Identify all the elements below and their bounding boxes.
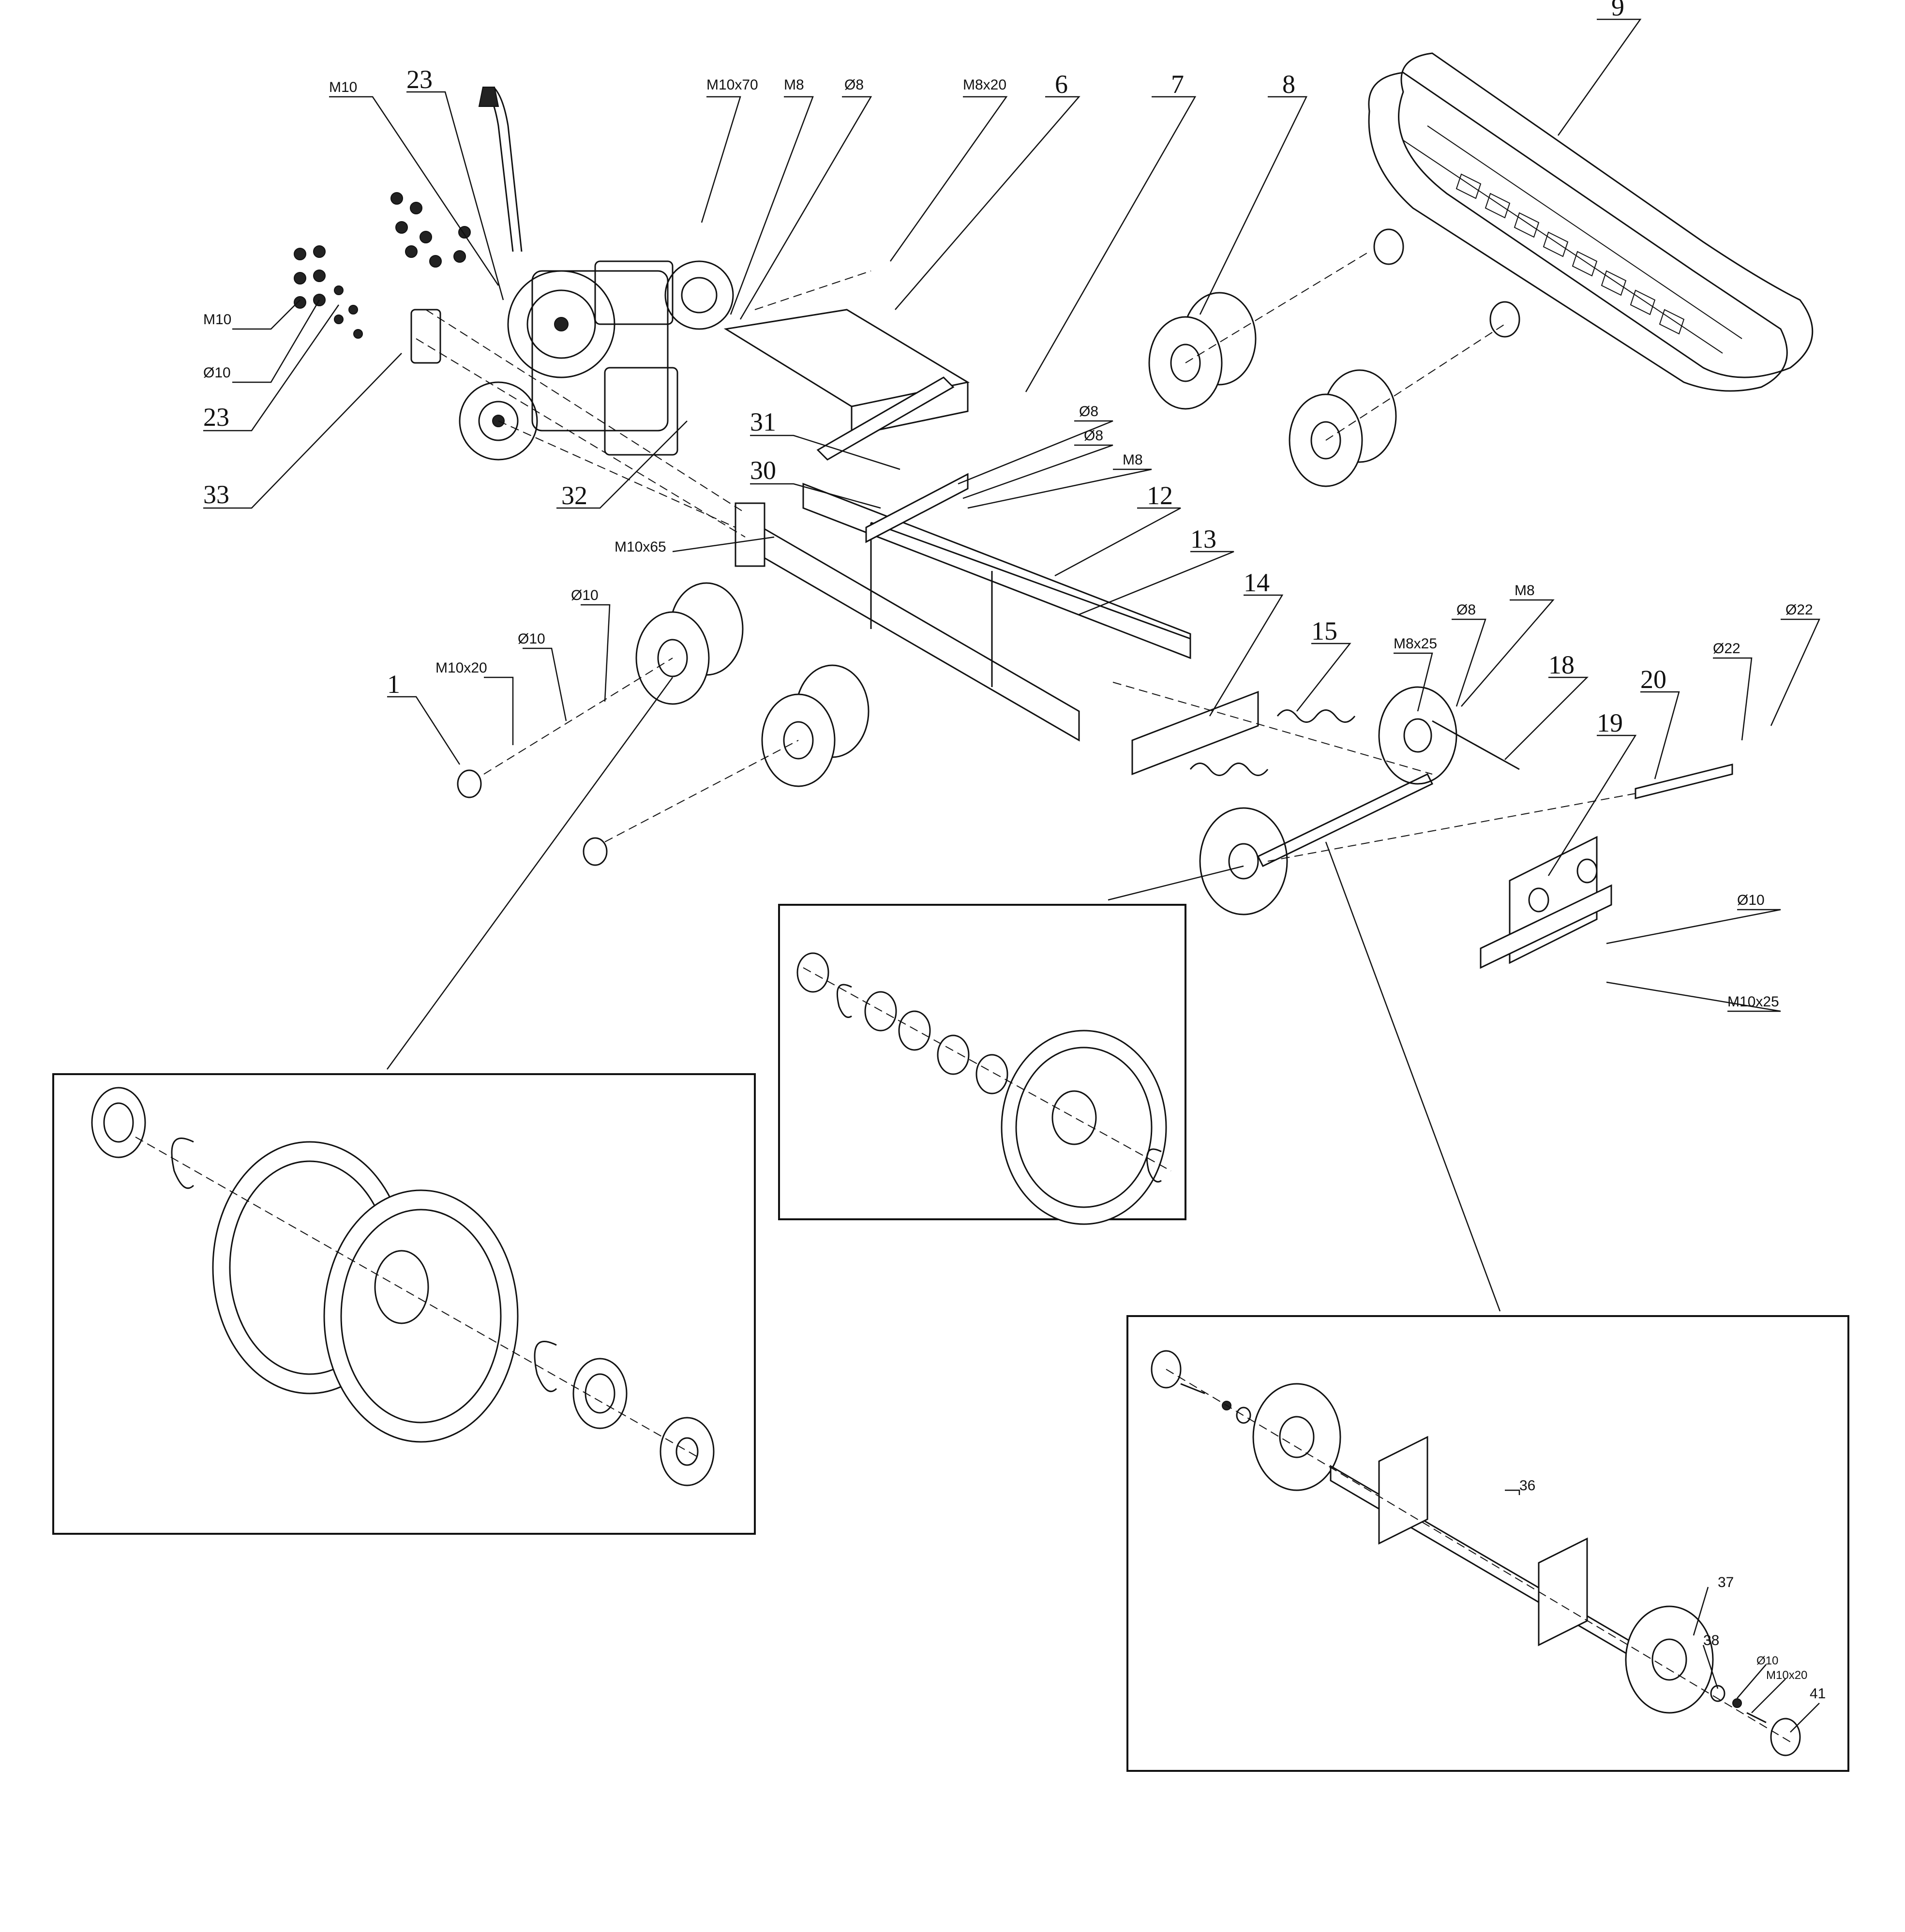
label-m10-top: M10 [329,79,357,95]
label-13: 13 [1190,524,1216,554]
rear-idler-lower [1199,807,1288,915]
assembly-axis-lines [416,251,1636,862]
label-d22-a: Ø22 [1713,641,1740,657]
label-7: 7 [1171,70,1184,99]
road-wheel-4 [1289,369,1397,487]
detail-label-38: 38 [1703,1632,1719,1648]
road-wheel-2 [761,664,870,787]
rear-axle [1257,773,1434,867]
frame-end-block [735,502,765,567]
label-32: 32 [561,481,587,510]
label-23-top: 23 [406,65,433,94]
drive-sprocket-left [459,381,538,461]
detail-label-d10: Ø10 [1756,1654,1778,1667]
label-m8-top: M8 [784,77,804,93]
label-d8-top: Ø8 [844,77,864,93]
label-d10-b: Ø10 [518,631,545,647]
label-15: 15 [1311,616,1337,645]
label-20: 20 [1640,665,1666,694]
label-m10x70: M10x70 [706,77,758,93]
spring-15 [1189,709,1356,776]
label-12: 12 [1147,481,1173,510]
bracket-19 [1480,836,1612,969]
label-23-left: 23 [203,403,229,432]
drive-sprocket-right [664,260,734,330]
label-m8-mid: M8 [1123,452,1143,468]
label-m10-left: M10 [203,312,231,328]
detail-idler [778,904,1186,1225]
label-18: 18 [1548,650,1575,679]
label-30: 30 [750,456,776,485]
label-m8x25: M8x25 [1394,636,1437,652]
arm-18 [1432,720,1520,770]
detail-label-m10x20: M10x20 [1766,1669,1807,1682]
seal-ring-lower [1489,301,1520,338]
label-31: 31 [750,407,776,436]
label-d8-a: Ø8 [1079,404,1098,419]
detail-rear-axle: 36 37 38 Ø10 M10x20 41 [1126,1315,1849,1772]
rubber-track [1368,52,1814,392]
label-d22-b: Ø22 [1785,602,1813,618]
detail-road-wheel [52,1073,756,1535]
label-d10-right: Ø10 [1737,892,1765,908]
label-m10x25: M10x25 [1727,994,1779,1010]
hub-cap-2 [583,837,608,866]
detail-label-41: 41 [1810,1686,1826,1702]
label-d10-a: Ø10 [571,587,599,603]
label-d8-b: Ø8 [1084,428,1103,444]
road-wheel-1 [635,582,744,705]
detail-label-36: 36 [1519,1478,1535,1494]
label-d8-c: Ø8 [1456,602,1476,618]
fastener-cluster-left [294,192,471,339]
label-1: 1 [387,670,400,699]
main-frame [723,309,1191,742]
callout-labels: M10 23 M10x70 M8 Ø8 M8x20 6 7 8 9 M10 Ø1… [203,0,1813,1010]
seal-ring-upper [1373,228,1404,265]
callout-leaders [203,18,1820,1312]
engine-gearbox-assembly [410,86,734,461]
label-8: 8 [1282,70,1295,99]
label-m8-right: M8 [1515,583,1535,599]
label-d10-left: Ø10 [203,365,231,381]
label-6: 6 [1055,70,1068,99]
bracket-33 [410,309,441,364]
hub-cap-1 [457,769,482,798]
label-m10x65: M10x65 [615,539,666,555]
label-19: 19 [1597,708,1623,737]
label-9: 9 [1611,0,1624,21]
tension-plate-14 [1131,690,1259,776]
label-m10x20: M10x20 [435,660,487,676]
rear-idler-upper [1378,686,1457,785]
detail-label-37: 37 [1718,1574,1734,1590]
pin-20 [1635,764,1733,799]
label-14: 14 [1244,568,1270,597]
label-33: 33 [203,480,229,509]
label-m8x20: M8x20 [963,77,1006,93]
